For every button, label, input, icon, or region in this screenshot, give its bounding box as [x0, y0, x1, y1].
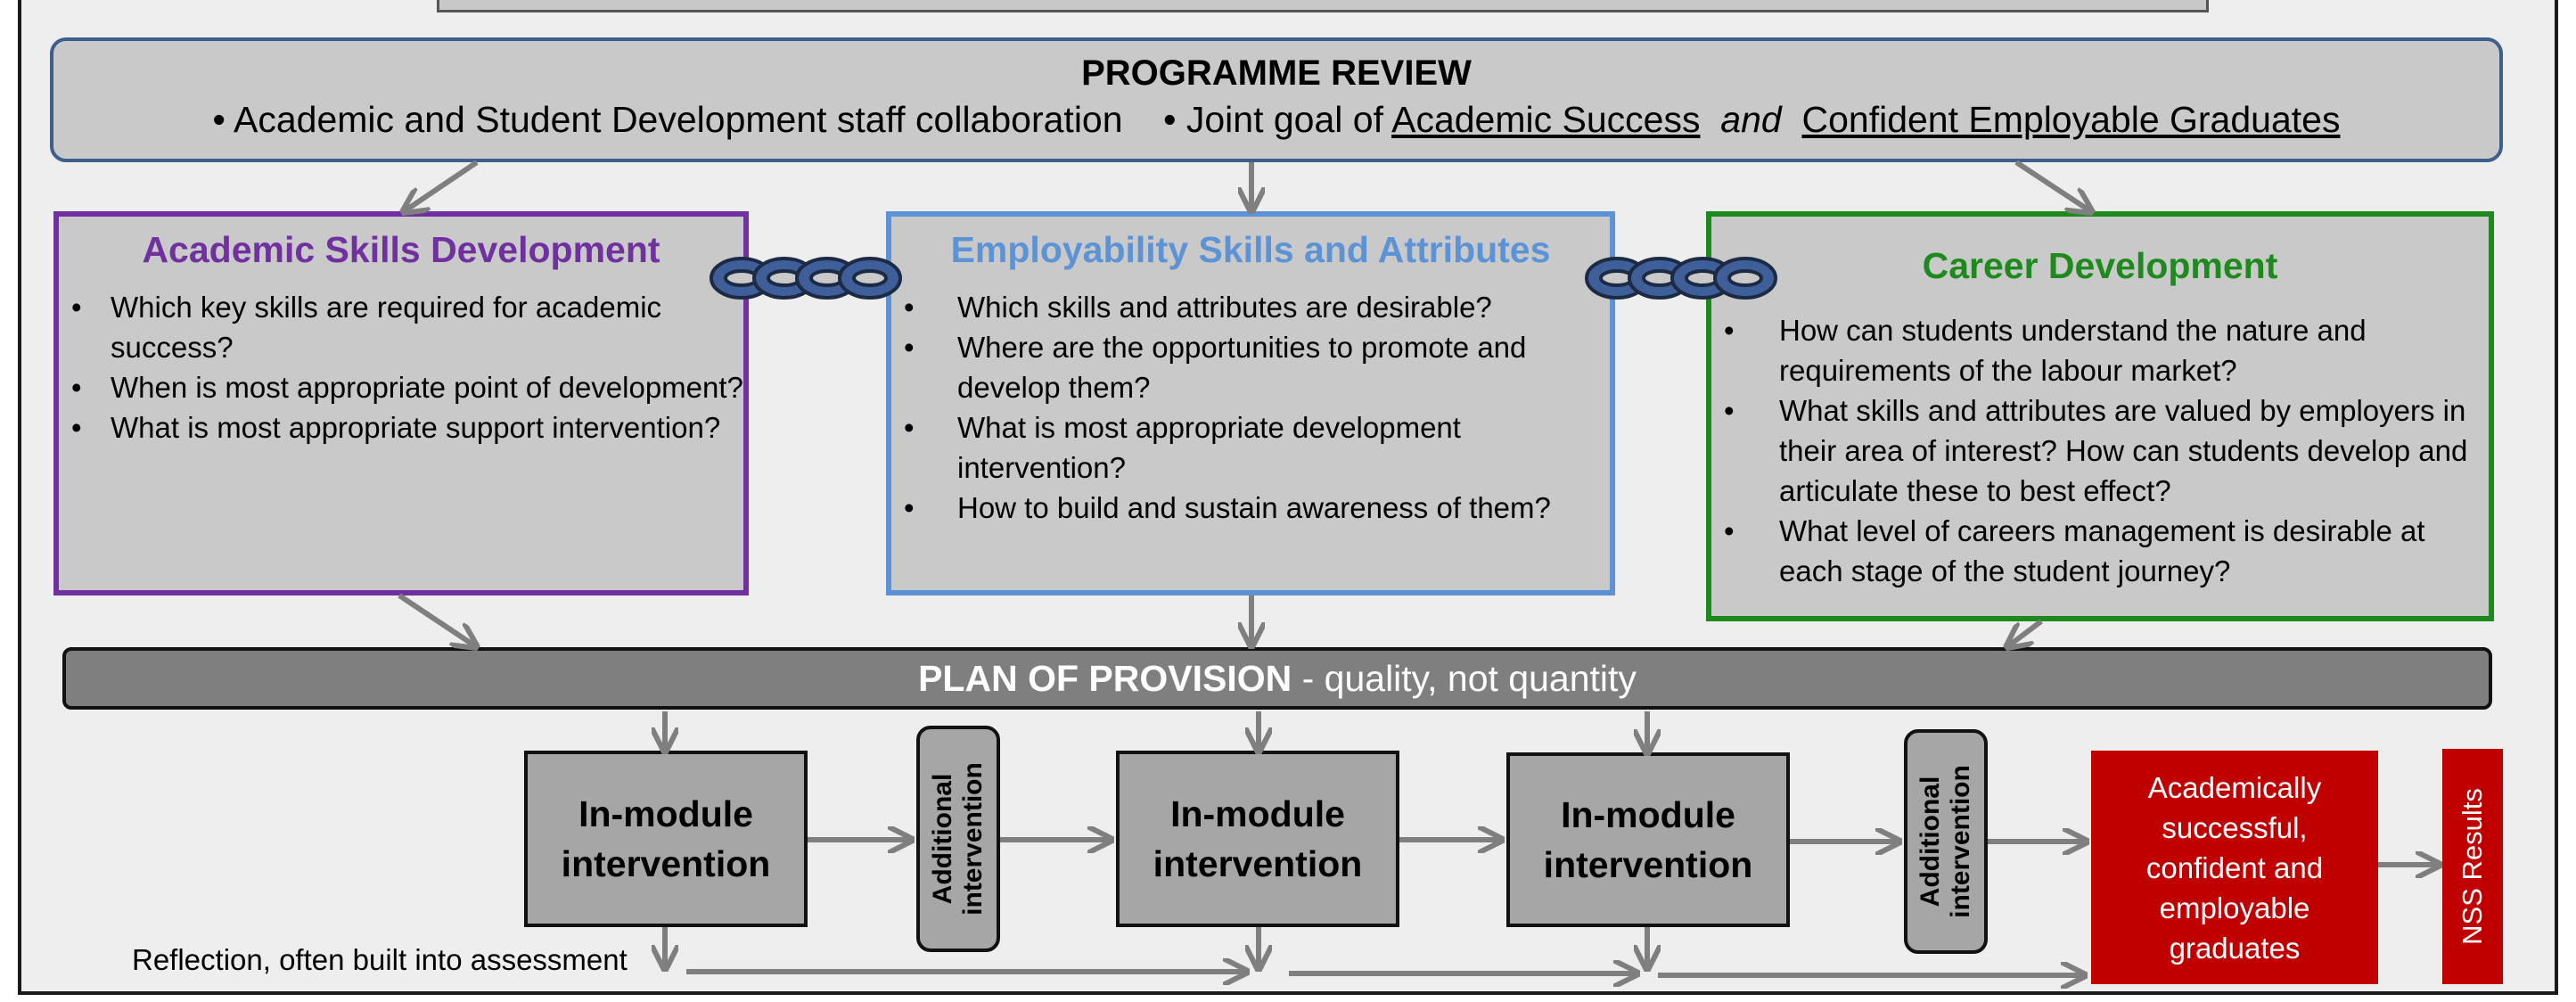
career-development-title: Career Development	[1922, 245, 2278, 286]
list-item: Which skills and attributes are desirabl…	[891, 287, 1610, 327]
list-item: Which key skills are required for academ…	[59, 287, 743, 367]
employability-title: Employability Skills and Attributes	[950, 229, 1551, 270]
top-strip	[437, 0, 2209, 12]
career-development-panel: Career Development How can students unde…	[1706, 211, 2494, 621]
chain-link-icon	[710, 257, 902, 300]
list-item: What is most appropriate development int…	[891, 407, 1610, 488]
plan-subtitle: - quality, not quantity	[1292, 658, 1637, 699]
arrow-academic-to-plan	[398, 593, 474, 645]
goal-confident-employable: Confident Employable Graduates	[1801, 99, 2341, 140]
bullet-glyph: •	[212, 99, 234, 140]
list-item: When is most appropriate point of develo…	[59, 367, 743, 407]
in-module-label: In-module intervention	[561, 793, 771, 884]
additional-intervention-box: Additional intervention	[1904, 729, 1988, 954]
list-item: What level of careers management is desi…	[1711, 511, 2489, 591]
arrow-career-to-plan	[2009, 619, 2043, 645]
joint-goal-prefix: Joint goal of	[1185, 99, 1383, 140]
in-module-intervention-box: In-module intervention	[1116, 751, 1399, 927]
plan-of-provision-bar: PLAN OF PROVISION - quality, not quantit…	[62, 647, 2492, 710]
arrow-review-to-academic	[406, 160, 479, 210]
outcome-label: Academically successful, confident and e…	[2145, 770, 2324, 965]
reflection-label: Reflection, often built into assessment	[132, 943, 628, 976]
academic-skills-panel: Academic Skills Development Which key sk…	[53, 211, 749, 595]
list-item: Where are the opportunities to promote a…	[891, 327, 1610, 407]
programme-review-box: PROGRAMME REVIEW • Academic and Student …	[50, 37, 2503, 162]
academic-skills-title: Academic Skills Development	[142, 229, 660, 270]
in-module-label: In-module intervention	[1543, 794, 1753, 885]
academic-skills-list: Which key skills are required for academ…	[59, 287, 743, 448]
nss-results-box: NSS Results	[2442, 749, 2503, 984]
in-module-intervention-box: In-module intervention	[524, 751, 808, 927]
bullet-glyph: •	[1132, 99, 1186, 140]
career-development-list: How can students understand the nature a…	[1711, 310, 2489, 591]
goal-conjunction: and	[1720, 99, 1782, 140]
list-item: How to build and sustain awareness of th…	[891, 488, 1610, 528]
arrow-review-to-career	[2014, 160, 2089, 210]
programme-review-title: PROGRAMME REVIEW	[1081, 53, 1472, 93]
plan-title: PLAN OF PROVISION	[918, 658, 1292, 699]
programme-review-goals: • Academic and Student Development staff…	[53, 99, 2499, 141]
goal-academic-success: Academic Success	[1391, 99, 1701, 140]
list-item: What is most appropriate support interve…	[59, 407, 743, 448]
outcome-box: Academically successful, confident and e…	[2091, 751, 2378, 984]
list-item: How can students understand the nature a…	[1711, 310, 2489, 390]
in-module-label: In-module intervention	[1153, 793, 1363, 884]
employability-panel: Employability Skills and Attributes Whic…	[886, 211, 1615, 595]
list-item: What skills and attributes are valued by…	[1711, 390, 2489, 511]
employability-list: Which skills and attributes are desirabl…	[891, 287, 1610, 528]
additional-intervention-box: Additional intervention	[916, 726, 1000, 952]
chain-link-icon	[1585, 257, 1777, 300]
collaboration-text: Academic and Student Development staff c…	[234, 99, 1123, 140]
